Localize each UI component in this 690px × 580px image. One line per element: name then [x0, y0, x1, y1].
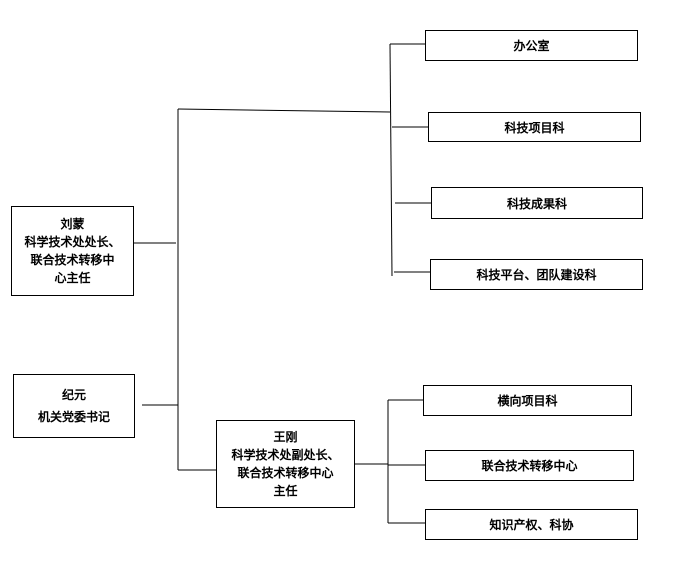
dept-label: 知识产权、科协	[489, 518, 574, 532]
dept-platform-team-building: 科技平台、团队建设科	[430, 259, 643, 290]
deputy-title-line3: 主任	[273, 484, 298, 498]
dept-sci-tech-projects: 科技项目科	[428, 112, 641, 142]
dept-sci-tech-achievements: 科技成果科	[431, 187, 643, 219]
deputy-title-line2: 联合技术转移中心	[237, 466, 334, 480]
dept-label: 科技平台、团队建设科	[476, 268, 597, 282]
dept-label: 科技成果科	[506, 196, 567, 211]
dept-label: 联合技术转移中心	[481, 459, 578, 473]
director-name: 刘蒙	[60, 217, 85, 231]
dept-label: 办公室	[513, 39, 550, 53]
dept-horizontal-projects: 横向项目科	[423, 385, 632, 416]
dept-office: 办公室	[425, 30, 638, 61]
dept-tech-transfer-center: 联合技术转移中心	[425, 450, 634, 481]
dept-label: 科技项目科	[504, 120, 565, 135]
party-secretary-box: 纪元 机关党委书记	[13, 374, 135, 438]
director-title-line1: 科学技术处处长、	[24, 235, 121, 249]
dept-ip-association: 知识产权、科协	[425, 509, 638, 540]
party-secretary-name: 纪元	[61, 388, 86, 402]
deputy-director-box: 王刚 科学技术处副处长、 联合技术转移中心 主任	[216, 420, 355, 508]
deputy-name: 王刚	[273, 430, 298, 444]
director-title-line2: 联合技术转移中	[30, 253, 115, 267]
director-title-line3: 心主任	[54, 271, 91, 285]
deputy-title-line1: 科学技术处副处长、	[231, 448, 340, 462]
director-box: 刘蒙 科学技术处处长、 联合技术转移中 心主任	[11, 206, 134, 296]
dept-label: 横向项目科	[497, 394, 558, 408]
party-secretary-title: 机关党委书记	[37, 410, 110, 424]
